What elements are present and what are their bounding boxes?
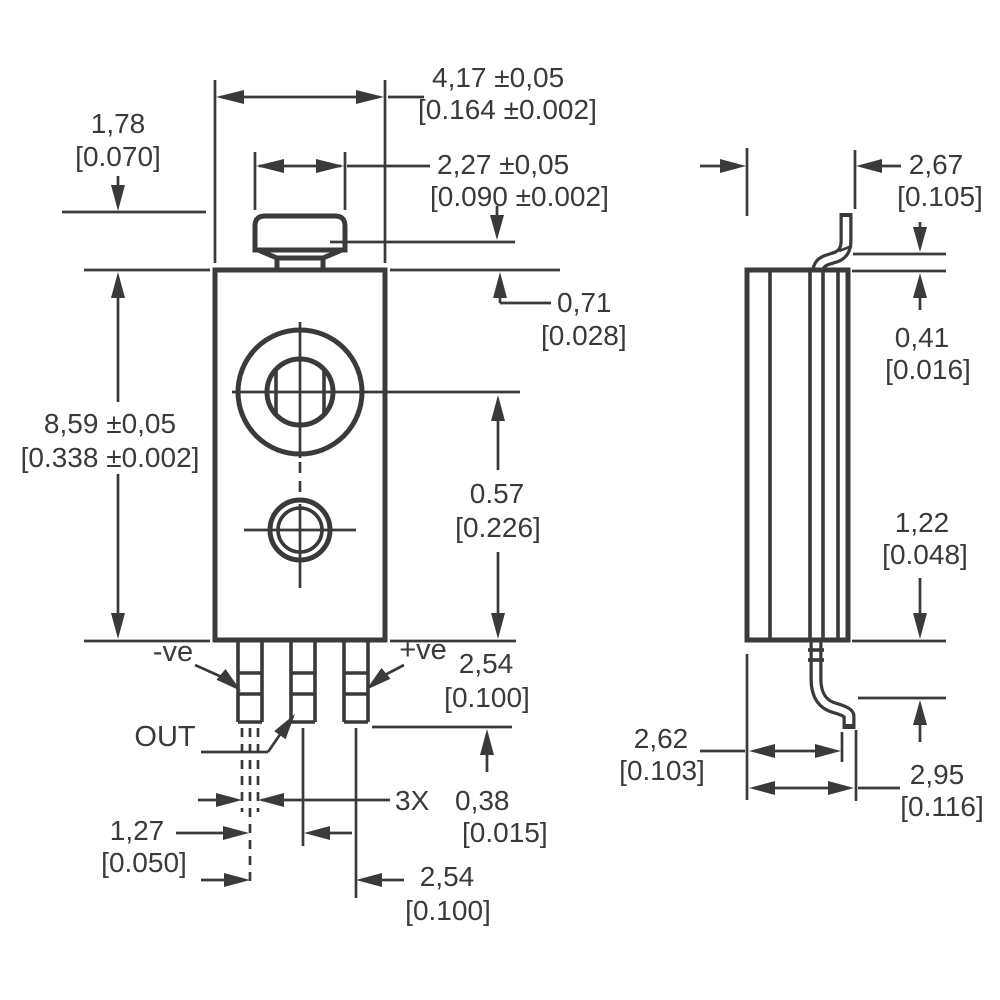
dim-side-overall-span-in: [0.116] bbox=[900, 791, 984, 822]
dim-foot-offset-in: [0.048] bbox=[882, 539, 968, 570]
dim-cap-height-in: [0.070] bbox=[75, 141, 161, 172]
lead-negative bbox=[236, 642, 264, 724]
arrowhead-down bbox=[111, 613, 125, 639]
large-port-outer-circle bbox=[235, 327, 365, 457]
arrowhead-left bbox=[749, 781, 775, 795]
arrowhead-up bbox=[480, 729, 494, 755]
dim-body-height-mm: 8,59 ±0,05 bbox=[44, 408, 176, 439]
large-port-inner-circle bbox=[264, 356, 336, 428]
dim-cap-step-mm: 0,71 bbox=[557, 287, 612, 318]
dim-lead-thickness-prefix: 3X bbox=[395, 785, 430, 816]
lead-output bbox=[289, 642, 317, 724]
dim-body-height-in: [0.338 ±0.002] bbox=[21, 442, 200, 473]
dim-hole-to-bottom-mm: 0.57 bbox=[470, 478, 525, 509]
pin-label-output: OUT bbox=[134, 721, 196, 753]
arrowhead-right bbox=[815, 744, 841, 758]
arrowhead-up bbox=[491, 395, 505, 421]
dim-tab-thickness-in: [0.016] bbox=[885, 354, 971, 385]
arrowhead-up bbox=[111, 272, 125, 298]
dim-cap-width-mm: 2,27 ±0,05 bbox=[437, 149, 569, 180]
arrowhead-left bbox=[749, 744, 775, 758]
dim-lead-pitch-in: [0.050] bbox=[101, 847, 187, 878]
side-dimensions: 2,67 [0.105] 0,41 [0.016] 1,22 [0.048] 2… bbox=[619, 148, 984, 822]
arrowhead-left bbox=[356, 873, 382, 887]
dim-foot-offset-mm: 1,22 bbox=[895, 507, 950, 538]
arrowhead-down bbox=[490, 215, 504, 240]
arrowhead-up bbox=[913, 273, 927, 298]
cap-flare-right bbox=[322, 247, 343, 261]
small-port-inner-circle bbox=[276, 506, 324, 554]
arrowhead bbox=[216, 669, 241, 691]
dim-lead-span-mm: 2,54 bbox=[420, 861, 475, 892]
dim-lead-length-in: [0.100] bbox=[444, 682, 530, 713]
arrowhead-down bbox=[913, 613, 927, 639]
leader-line bbox=[194, 663, 225, 680]
arrowhead-left bbox=[256, 159, 284, 173]
dim-side-body-depth-mm: 2,62 bbox=[634, 723, 689, 754]
side-top-tab-inner bbox=[814, 217, 850, 272]
dim-body-width-mm: 4,17 ±0,05 bbox=[432, 62, 564, 93]
arrowhead-left bbox=[216, 90, 244, 104]
dim-lead-thickness-mm: 0,38 bbox=[455, 785, 510, 816]
arrowhead-right bbox=[216, 793, 242, 807]
side-bottom-lead-inner bbox=[812, 640, 853, 724]
side-bottom-lead-outline bbox=[809, 640, 856, 729]
dim-hole-to-bottom-in: [0.226] bbox=[455, 512, 541, 543]
arrowhead-right bbox=[828, 781, 854, 795]
dim-side-body-depth-in: [0.103] bbox=[619, 755, 705, 786]
arrowhead-right bbox=[223, 826, 249, 840]
dim-tab-thickness-mm: 0,41 bbox=[895, 322, 950, 353]
dim-lead-span-in: [0.100] bbox=[405, 895, 491, 926]
dim-cap-step-in: [0.028] bbox=[541, 320, 627, 351]
dim-lead-pitch-mm: 1,27 bbox=[110, 815, 165, 846]
leader-line bbox=[266, 732, 283, 753]
dim-lead-length-mm: 2,54 bbox=[459, 648, 514, 679]
arrowhead bbox=[274, 714, 295, 740]
dim-side-overall-in: [0.105] bbox=[897, 181, 983, 212]
arrowhead-down bbox=[913, 227, 927, 252]
arrowhead-right bbox=[356, 90, 384, 104]
arrowhead-left bbox=[856, 159, 882, 173]
pin-label-negative: -ve bbox=[153, 636, 193, 668]
lead-positive bbox=[342, 642, 370, 724]
front-body bbox=[212, 267, 388, 643]
cap-flare-left bbox=[257, 247, 278, 261]
pin-label-positive: +ve bbox=[399, 634, 447, 666]
side-view bbox=[744, 213, 856, 729]
front-view bbox=[212, 213, 520, 898]
tab-bend-tick bbox=[838, 244, 853, 253]
arrowhead-left bbox=[304, 826, 330, 840]
dim-lead-thickness-in: [0.015] bbox=[462, 817, 548, 848]
arrowhead-right bbox=[224, 873, 250, 887]
small-port-outer-circle bbox=[267, 497, 333, 563]
dim-side-overall-mm: 2,67 bbox=[909, 149, 964, 180]
cap-outline bbox=[252, 213, 348, 253]
arrowhead-down bbox=[111, 185, 125, 211]
arrowhead-up bbox=[913, 700, 927, 725]
dim-body-width-in: [0.164 ±0.002] bbox=[418, 94, 597, 125]
arrowhead-right bbox=[720, 159, 746, 173]
dim-side-overall-span-mm: 2,95 bbox=[910, 759, 965, 790]
arrowhead-down bbox=[491, 613, 505, 639]
dim-cap-height-mm: 1,78 bbox=[91, 108, 146, 139]
arrowhead-up bbox=[493, 272, 507, 298]
arrowhead-right bbox=[316, 159, 344, 173]
dim-cap-width-in: [0.090 ±0.002] bbox=[430, 181, 609, 212]
side-body bbox=[744, 267, 851, 643]
front-dimensions: 4,17 ±0,05 [0.164 ±0.002] 1,78 [0.070] 2… bbox=[21, 62, 627, 926]
arrowhead bbox=[366, 668, 391, 690]
